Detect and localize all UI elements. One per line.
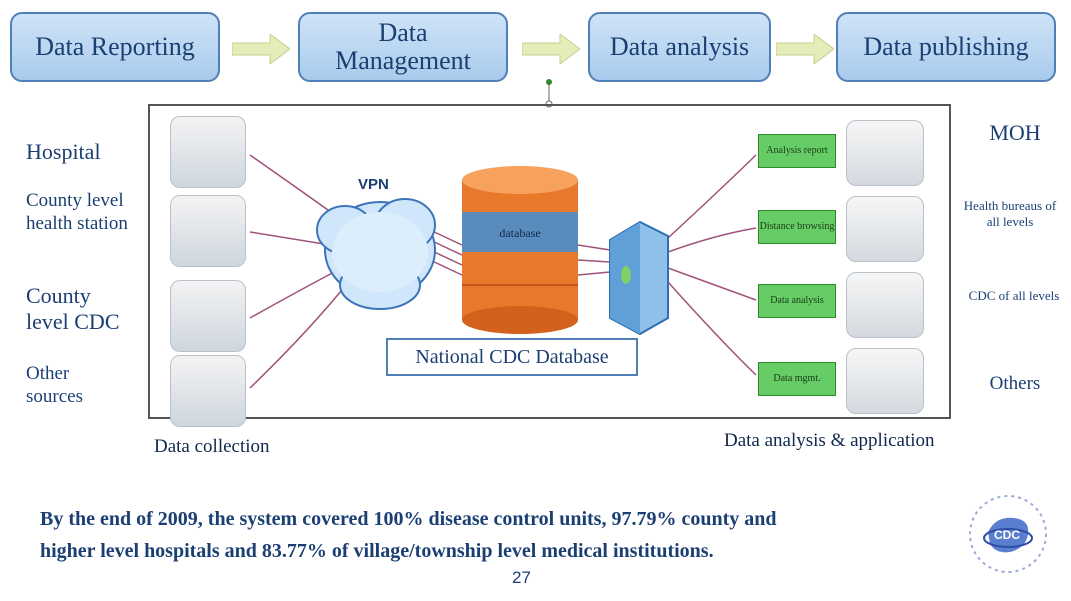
page-number: 27 bbox=[512, 568, 531, 587]
function-distance-browsing: Distance browsing bbox=[758, 210, 836, 244]
summary-line-1: By the end of 2009, the system covered 1… bbox=[40, 508, 777, 530]
cdc-logo: CDC bbox=[966, 492, 1050, 576]
arrow-icon bbox=[776, 34, 834, 64]
health-bureau-icon bbox=[846, 196, 924, 262]
database-icon bbox=[462, 166, 578, 334]
function-analysis-report: Analysis report bbox=[758, 134, 836, 168]
data-collection-caption: Data collection bbox=[154, 436, 270, 457]
cloud-icon bbox=[316, 198, 436, 310]
stage-data-reporting: Data Reporting bbox=[10, 12, 220, 82]
cdc-building-icon bbox=[846, 272, 924, 338]
hospital-icon bbox=[170, 116, 246, 188]
moh-building-icon bbox=[846, 120, 924, 186]
server-icon bbox=[609, 220, 669, 336]
database-label: database bbox=[499, 226, 541, 240]
source-county-cdc: County level CDC bbox=[26, 283, 120, 334]
vpn-label: VPN bbox=[358, 176, 389, 193]
cdc-logo-icon bbox=[969, 495, 1047, 573]
user-others: Others bbox=[989, 373, 1041, 394]
stage-data-publishing: Data publishing bbox=[836, 12, 1056, 82]
source-county-health-station: County level health station bbox=[26, 190, 128, 234]
source-other: Other sources bbox=[26, 363, 83, 407]
stage-data-analysis: Data analysis bbox=[588, 12, 771, 82]
manager-icon bbox=[846, 348, 924, 414]
function-data-mgmt: Data mgmt. bbox=[758, 362, 836, 396]
health-station-icon bbox=[170, 195, 246, 267]
user-cdc-all-levels: CDC of all levels bbox=[968, 288, 1060, 303]
arrow-icon bbox=[522, 34, 580, 64]
user-health-bureaus: Health bureaus of all levels bbox=[963, 198, 1057, 229]
user-moh: MOH bbox=[989, 120, 1041, 145]
other-sources-icon bbox=[170, 355, 246, 427]
summary-line-2: higher level hospitals and 83.77% of vil… bbox=[40, 540, 714, 562]
database-caption: National CDC Database bbox=[386, 338, 638, 376]
cdc-logo-text: CDC bbox=[994, 528, 1020, 542]
county-cdc-icon bbox=[170, 280, 246, 352]
function-data-analysis: Data analysis bbox=[758, 284, 836, 318]
stage-data-management: Data Management bbox=[298, 12, 508, 82]
data-application-caption: Data analysis & application bbox=[724, 430, 935, 451]
source-hospital: Hospital bbox=[26, 139, 101, 164]
arrow-icon bbox=[232, 34, 290, 64]
